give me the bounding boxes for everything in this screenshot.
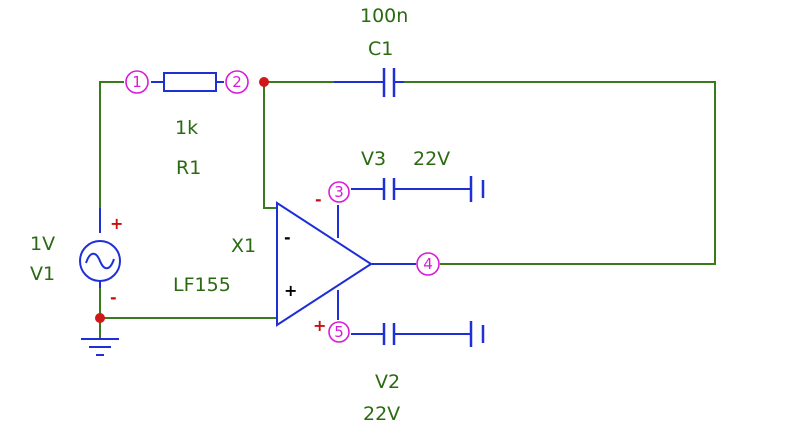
v1-name-label: V1 bbox=[30, 263, 55, 285]
battery-icon bbox=[351, 321, 485, 347]
r1-value-label: 1k bbox=[175, 117, 198, 139]
node-2-label: 2 bbox=[232, 73, 242, 91]
node-marker-1: 1 bbox=[125, 70, 149, 94]
junction-node2 bbox=[259, 77, 269, 87]
x1-name-label: X1 bbox=[231, 235, 256, 257]
junction-ground bbox=[95, 313, 105, 323]
v2-name-label: V2 bbox=[375, 371, 400, 393]
v3-name-label: V3 bbox=[361, 148, 386, 170]
c1-value-label: 100n bbox=[360, 5, 408, 27]
opamp-minus-sign: - bbox=[284, 228, 291, 247]
wire-node2-to-inverting bbox=[263, 82, 276, 209]
v2-value-label: 22V bbox=[363, 403, 400, 425]
ac-source-icon bbox=[79, 208, 121, 288]
wire-feedback bbox=[404, 81, 716, 265]
opamp-plus-sign: + bbox=[284, 281, 297, 300]
c1-name-label: C1 bbox=[368, 38, 393, 60]
v3-value-label: 22V bbox=[413, 148, 450, 170]
v1-minus-sign: - bbox=[110, 288, 117, 307]
node-marker-5: 5 bbox=[328, 321, 350, 343]
ground-icon bbox=[81, 338, 119, 356]
wire-v1-to-node1 bbox=[99, 81, 124, 208]
v2-plus-sign: + bbox=[313, 316, 326, 335]
node-3-label: 3 bbox=[334, 183, 344, 201]
node-5-label: 5 bbox=[334, 323, 344, 341]
op-amp-icon bbox=[276, 201, 416, 327]
v1-plus-sign: + bbox=[110, 214, 123, 233]
v1-value-label: 1V bbox=[30, 233, 55, 255]
node-marker-3: 3 bbox=[328, 181, 350, 203]
node-4-label: 4 bbox=[423, 255, 433, 273]
battery-icon bbox=[351, 176, 485, 202]
node-1-label: 1 bbox=[132, 73, 142, 91]
capacitor-icon bbox=[334, 68, 404, 97]
r1-name-label: R1 bbox=[176, 157, 201, 179]
x1-model-label: LF155 bbox=[173, 274, 231, 296]
node-marker-2: 2 bbox=[225, 70, 249, 94]
node-marker-4: 4 bbox=[416, 252, 440, 276]
resistor-icon bbox=[151, 72, 224, 92]
v3-minus-sign: - bbox=[315, 190, 322, 209]
